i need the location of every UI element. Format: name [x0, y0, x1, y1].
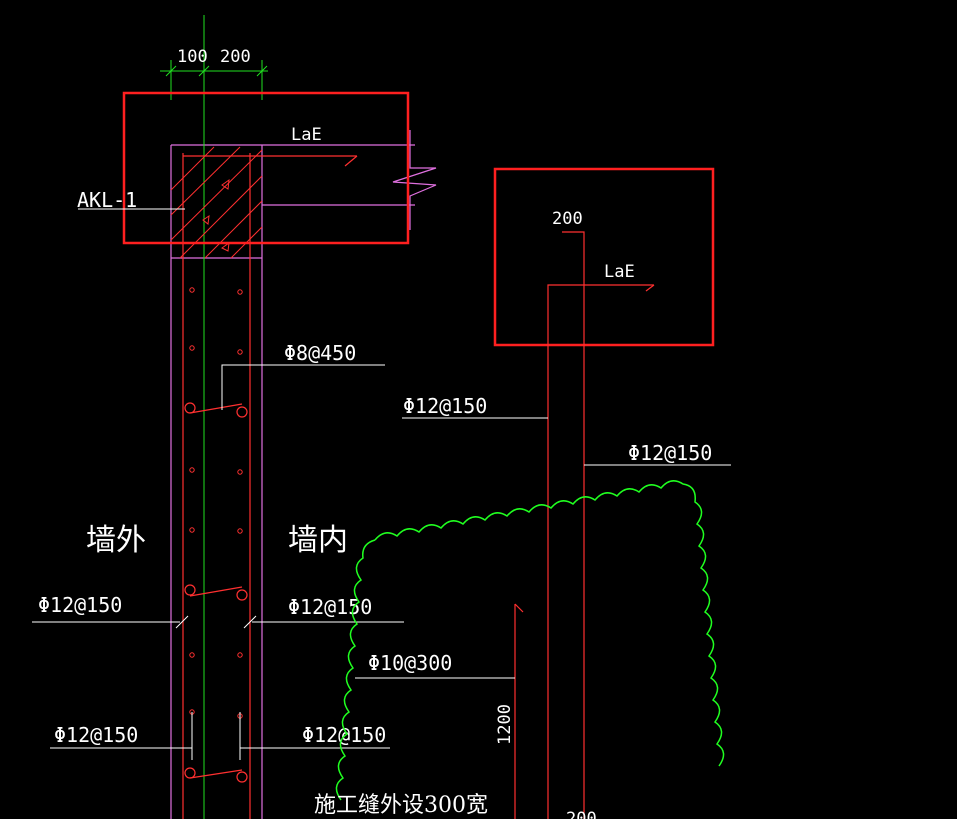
- bottom-dim-label: 200: [566, 809, 597, 819]
- highlight-box-right: [493, 167, 715, 347]
- anchorage-left-label: LaE: [291, 125, 322, 145]
- right-rebar: [514, 231, 655, 819]
- wall-section: [170, 15, 437, 819]
- height-dim-label: 1200: [495, 704, 515, 745]
- outer-bar-1-label: Φ12@150: [38, 593, 122, 617]
- tie-leader: [221, 364, 385, 410]
- wall-inside-label: 墙内: [288, 523, 348, 558]
- beam-hatch: [170, 146, 263, 259]
- outer-bar-2-label: Φ12@150: [54, 723, 138, 747]
- wall-outside-label: 墙外: [86, 523, 146, 558]
- anchorage-right-label: LaE: [604, 262, 635, 282]
- inner-bar-2-label: Φ12@150: [302, 723, 386, 747]
- right-bar-a-label: Φ12@150: [403, 394, 487, 418]
- dim-200-label: 200: [220, 47, 251, 67]
- hor-bar-label: Φ10@300: [368, 651, 452, 675]
- tie-hooks: [184, 402, 248, 783]
- beam-label: AKL-1: [77, 188, 137, 212]
- inner-bar-1-label: Φ12@150: [288, 595, 372, 619]
- highlight-box-beam: [122, 91, 410, 245]
- revision-cloud: [335, 480, 725, 801]
- dim-100-label: 100: [177, 47, 208, 67]
- right-bar-b-label: Φ12@150: [628, 441, 712, 465]
- tie-bar-label: Φ8@450: [284, 341, 356, 365]
- construction-joint-note: 施工缝外设300宽: [314, 793, 488, 818]
- right-top-dim-label: 200: [552, 209, 583, 229]
